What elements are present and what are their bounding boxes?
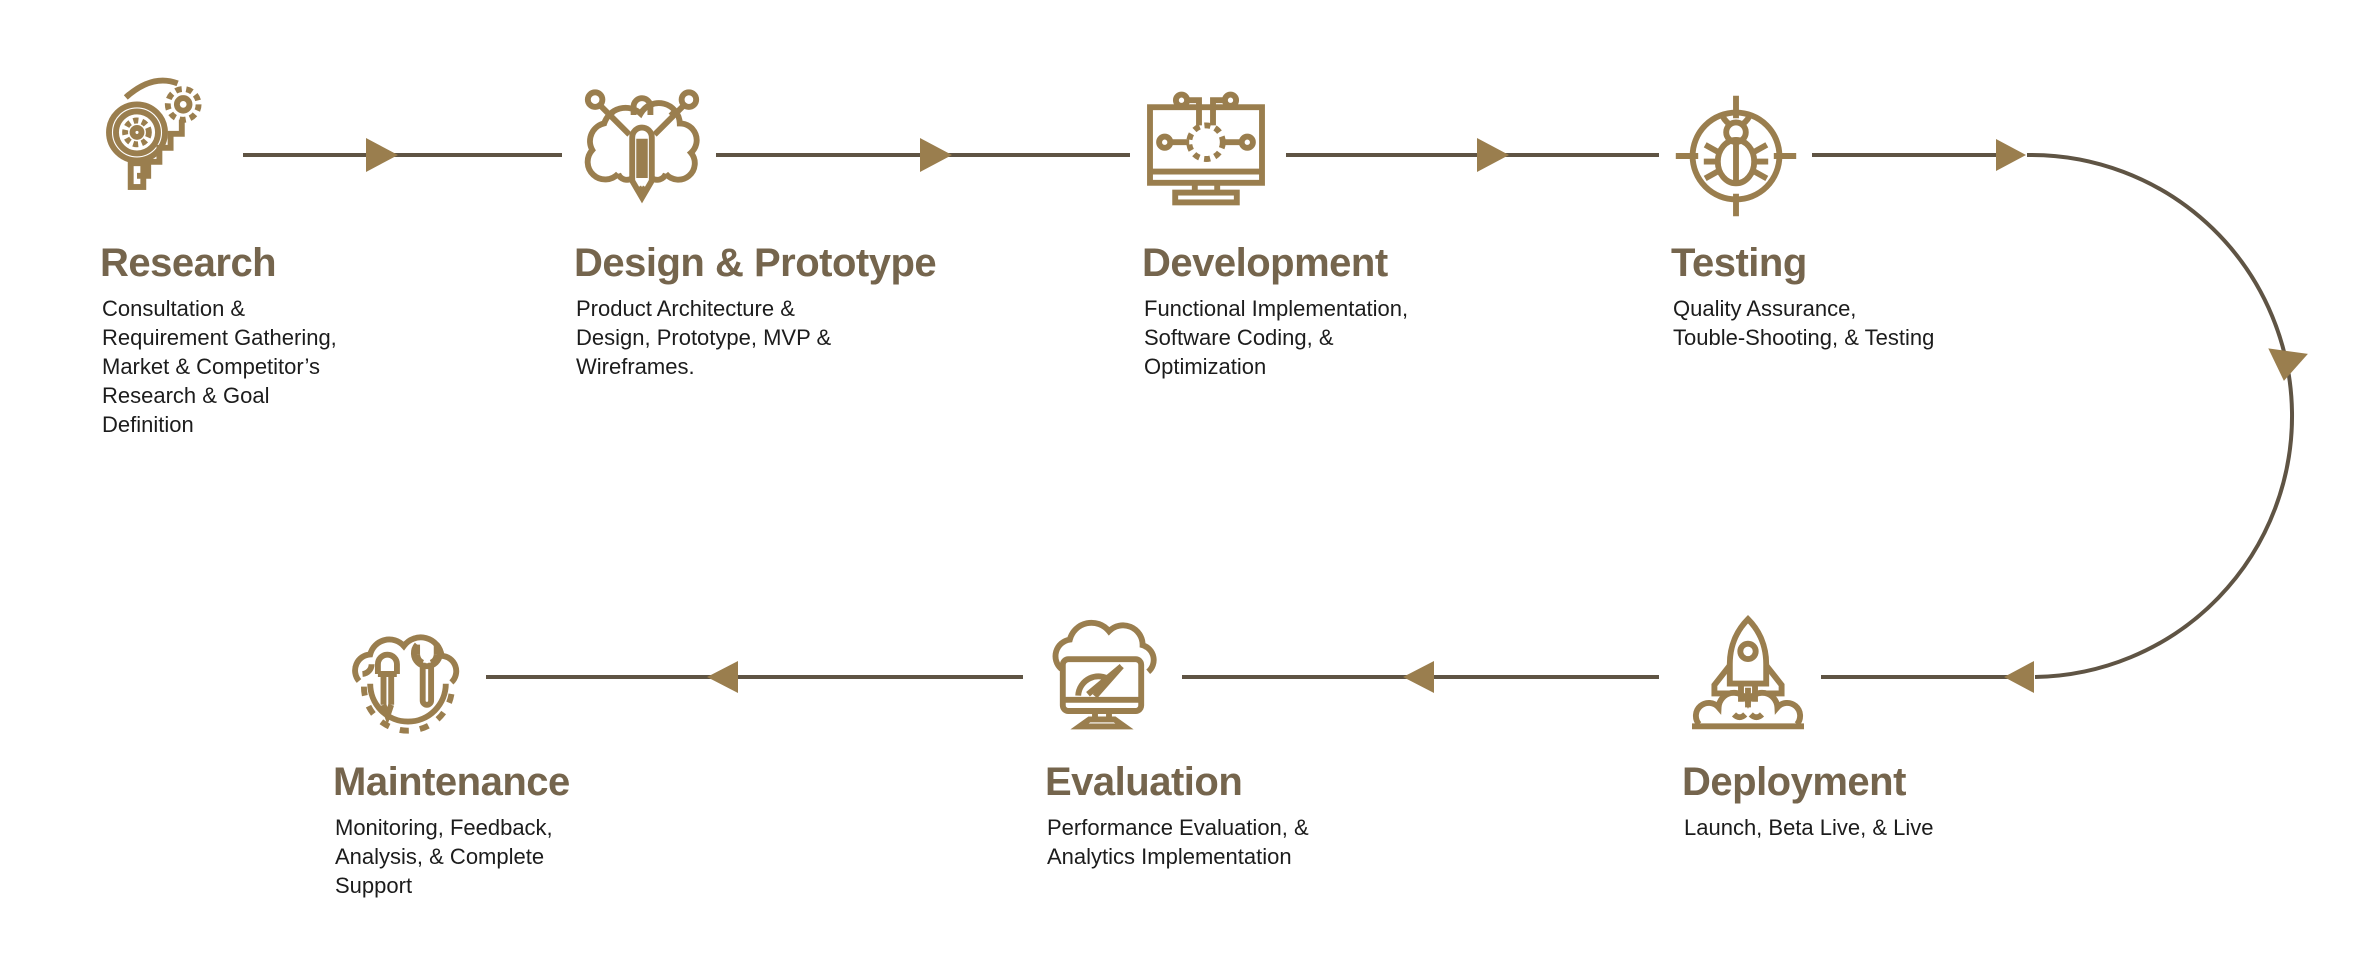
stage-description: Performance Evaluation, & Analytics Impl… (1047, 815, 1309, 869)
stage-description: Monitoring, Feedback, Analysis, & Comple… (335, 815, 553, 898)
evaluation-icon-wrap (1032, 606, 1172, 746)
arrowhead-right-icon (1996, 139, 2026, 171)
arrowhead-right-icon (920, 138, 952, 172)
maintenance-icon-wrap (338, 618, 478, 758)
stage-title: Maintenance (333, 760, 570, 804)
arrowhead-right-icon (1477, 138, 1509, 172)
arrowhead-right-icon (366, 138, 398, 172)
development-monitor-gear-circuit-icon (1147, 91, 1265, 206)
stage-title: Evaluation (1045, 760, 1243, 804)
curve-line-right (2026, 152, 2295, 679)
stage-testing: Testing Quality Assurance, Touble-Shooti… (1671, 95, 2051, 352)
stage-evaluation: Evaluation Performance Evaluation, & Ana… (1045, 619, 1425, 871)
maintenance-cloud-tools-gear-icon (352, 634, 460, 734)
arrowhead-left-icon (707, 661, 738, 693)
design-cloud-pencil-brushes-icon (584, 89, 700, 204)
design-icon-wrap (572, 80, 712, 220)
stage-maintenance: Maintenance Monitoring, Feedback, Analys… (333, 634, 713, 900)
stage-development: Development Functional Implementation, S… (1142, 91, 1522, 381)
deployment-rocket-launch-icon (1692, 615, 1804, 730)
stage-title: Development (1142, 241, 1388, 285)
stage-deployment: Deployment Launch, Beta Live, & Live (1682, 615, 2062, 842)
stage-research: Research Consultation & Requirement Gath… (100, 77, 480, 439)
stage-description: Launch, Beta Live, & Live (1684, 815, 1934, 840)
stage-title: Design & Prototype (574, 241, 937, 285)
stage-description: Product Architecture & Design, Prototype… (576, 296, 832, 379)
research-magnifier-gears-icon (106, 77, 202, 190)
stage-description: Functional Implementation, Software Codi… (1144, 296, 1409, 379)
arrowhead-left-icon (2004, 661, 2034, 693)
stage-description: Consultation & Requirement Gathering, Ma… (102, 296, 337, 437)
arrowhead-down-icon (2268, 348, 2308, 381)
evaluation-cloud-monitor-gauge-icon (1052, 619, 1157, 730)
stage-title: Research (100, 241, 277, 285)
stage-title: Deployment (1682, 760, 1906, 804)
stage-title: Testing (1671, 241, 1807, 285)
testing-bug-crosshair-icon (1675, 95, 1797, 217)
development-icon-wrap (1136, 82, 1276, 222)
testing-icon-wrap (1666, 86, 1806, 226)
stage-description: Quality Assurance, Touble-Shooting, & Te… (1673, 296, 1935, 350)
deployment-icon-wrap (1678, 608, 1818, 748)
research-icon-wrap (95, 68, 235, 208)
stage-design-prototype: Design & Prototype Product Architecture … (574, 89, 954, 381)
arrowhead-left-icon (1403, 661, 1434, 693)
